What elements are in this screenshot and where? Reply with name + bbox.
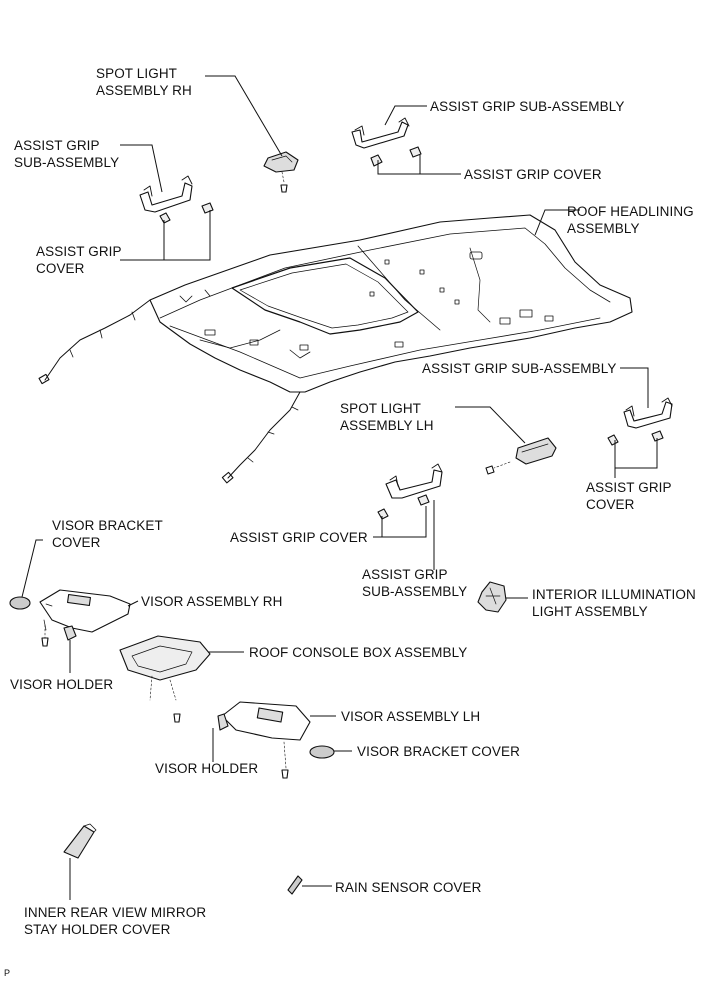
roof-headlining-part xyxy=(38,214,633,484)
label-visor-assembly-rh: VISOR ASSEMBLY RH xyxy=(141,594,283,609)
figure-code: P xyxy=(4,968,11,978)
assist-grip-mid-part xyxy=(377,463,443,520)
assist-grip-top-part xyxy=(351,117,422,167)
label-assist-grip-cover-top: ASSIST GRIP COVER xyxy=(464,167,602,182)
leader-lines xyxy=(21,75,658,900)
label-roof-console-box-assembly: ROOF CONSOLE BOX ASSEMBLY xyxy=(249,645,468,660)
label-assist-grip-sub-assembly-right: ASSIST GRIP SUB-ASSEMBLY xyxy=(422,361,617,376)
visor-lh-part xyxy=(217,701,311,779)
interior-illumination-light-part xyxy=(477,581,507,613)
assist-grip-left-part xyxy=(139,175,214,224)
spot-light-rh-part xyxy=(263,151,299,193)
roof-console-box-part xyxy=(119,635,211,723)
visor-bracket-cover-left-part xyxy=(9,596,31,610)
label-visor-holder-left: VISOR HOLDER xyxy=(10,677,114,692)
rain-sensor-cover-part xyxy=(287,875,303,895)
label-visor-holder-right: VISOR HOLDER xyxy=(155,761,259,776)
label-visor-assembly-lh: VISOR ASSEMBLY LH xyxy=(341,709,481,724)
label-visor-bracket-cover-right: VISOR BRACKET COVER xyxy=(357,744,520,759)
visor-bracket-cover-right-part xyxy=(309,745,335,759)
label-assist-grip-sub-assembly-top: ASSIST GRIP SUB-ASSEMBLY xyxy=(430,99,625,114)
mirror-stay-holder-cover-part xyxy=(63,823,97,859)
assist-grip-right-part xyxy=(607,397,673,446)
spot-light-lh-part xyxy=(485,437,557,475)
label-assist-grip-cover-mid: ASSIST GRIP COVER xyxy=(230,530,368,545)
visor-rh-part xyxy=(39,589,131,647)
label-rain-sensor-cover: RAIN SENSOR COVER xyxy=(335,880,482,895)
